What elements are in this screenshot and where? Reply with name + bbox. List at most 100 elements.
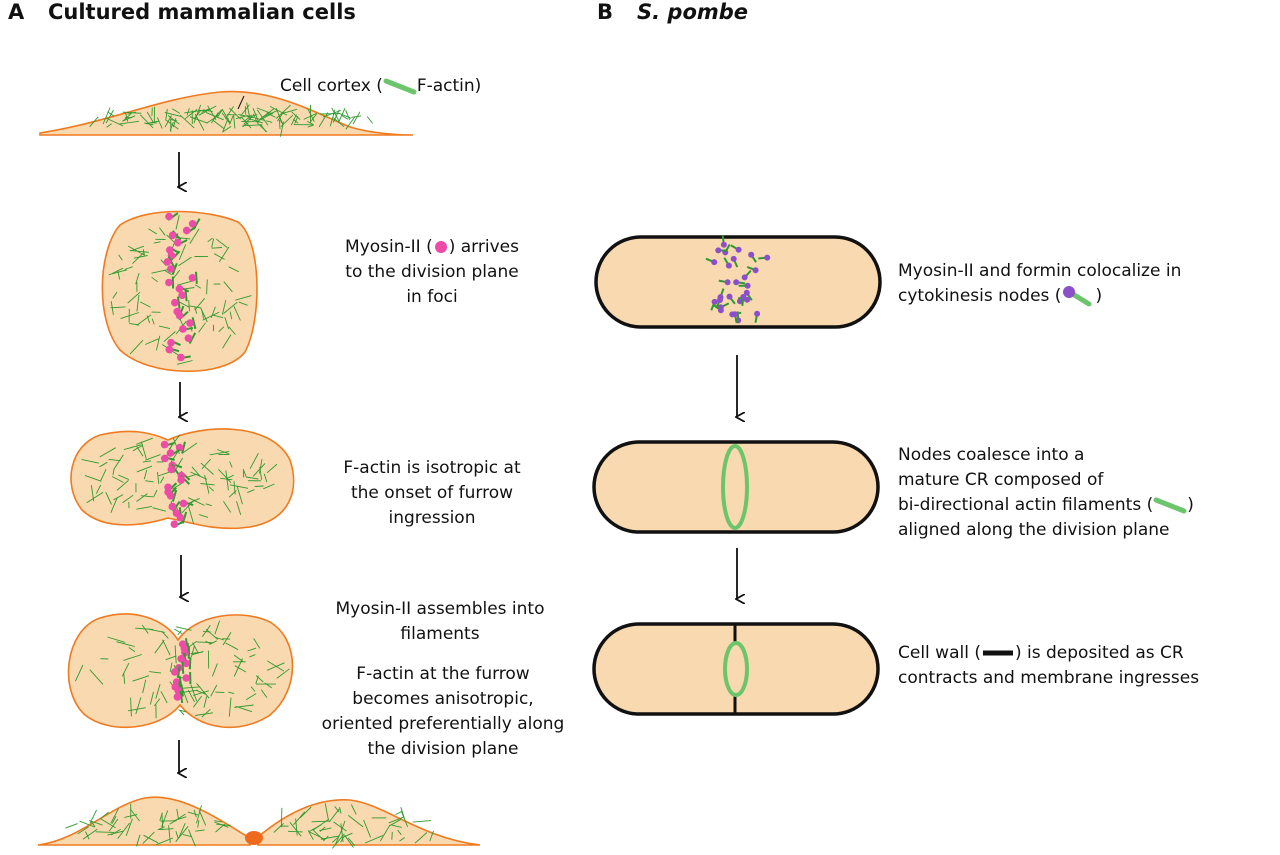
- actin-filament: [102, 107, 111, 125]
- myosin-focus: [171, 668, 179, 676]
- actin-filament: [320, 835, 340, 840]
- ring-actin: [171, 489, 178, 502]
- actin-filament: [233, 306, 241, 321]
- myosin-focus: [184, 334, 193, 343]
- actin-filament: [341, 114, 349, 120]
- actin-filament: [139, 301, 151, 308]
- ring-actin: [184, 289, 188, 302]
- step-a2-line1: F-actin is isotropic at: [343, 458, 521, 478]
- actin-filament: [171, 108, 181, 114]
- actin-filament: [234, 704, 254, 708]
- step-b2-line2: mature CR composed of: [898, 470, 1104, 490]
- actin-filament: [184, 109, 198, 120]
- actin-filament: [364, 835, 384, 844]
- actin-filament: [194, 298, 206, 311]
- actin-filament: [333, 117, 345, 128]
- cytokinesis-node: [724, 279, 731, 286]
- actin-filament: [95, 484, 102, 494]
- actin-filament: [236, 485, 243, 505]
- myosin-focus: [171, 298, 179, 307]
- actin-filament: [81, 458, 99, 464]
- cytokinesis-node: [740, 294, 747, 300]
- actin-filament: [347, 837, 356, 847]
- actin-filament: [136, 314, 152, 326]
- actin-filament: [178, 823, 186, 837]
- actin-filament: [200, 308, 208, 323]
- node-legend-icon: [1063, 286, 1092, 307]
- actin-filament: [348, 815, 364, 828]
- actin-filament: [308, 831, 326, 840]
- actin-filament: [85, 831, 90, 840]
- cytokinesis-node: [764, 254, 771, 261]
- actin-filament: [182, 833, 192, 838]
- actin-filament: [157, 828, 174, 831]
- actin-filament: [122, 115, 136, 122]
- myosin-focus: [166, 265, 175, 273]
- actin-filament: [252, 463, 266, 477]
- actin-filament: [179, 114, 195, 129]
- actin-filament: [110, 497, 118, 513]
- actin-filament: [205, 503, 212, 507]
- panel-a-heading: Cultured mammalian cells: [48, 0, 356, 24]
- step-a1-line3: in foci: [406, 287, 458, 307]
- cytokinesis-node: [715, 247, 722, 254]
- actin-filament: [119, 120, 139, 125]
- actin-filament: [222, 632, 232, 646]
- myosin-focus: [179, 325, 187, 333]
- actin-filament: [281, 108, 298, 115]
- actin-filament: [193, 695, 202, 708]
- myosin-focus: [186, 319, 194, 327]
- actin-filament: [89, 669, 104, 685]
- step-b3-caption: Cell wall () is deposited as CR contract…: [898, 641, 1199, 691]
- actin-filament: [196, 805, 202, 824]
- myosin-focus: [168, 231, 177, 240]
- step-a1-line2: to the division plane: [345, 262, 519, 282]
- actin-filament: [123, 444, 142, 451]
- actin-filament: [186, 108, 190, 116]
- actin-filament: [155, 683, 161, 699]
- actin-filament: [196, 683, 210, 699]
- actin-filament: [196, 641, 214, 644]
- actin-filament: [118, 474, 130, 480]
- panel-b-letter: B: [597, 0, 614, 24]
- actin-filament: [280, 114, 294, 127]
- myosin-focus: [188, 274, 197, 282]
- actin-filament: [214, 820, 223, 823]
- cytokinesis-node: [735, 246, 742, 253]
- cortex-label-post: F-actin): [416, 76, 482, 96]
- actin-filament: [246, 102, 251, 121]
- actin-filament: [193, 809, 197, 818]
- actin-filament: [200, 483, 215, 486]
- panel-a-letter: A: [8, 0, 25, 24]
- actin-filament: [99, 461, 108, 468]
- actin-filament: [221, 300, 227, 315]
- actin-filament: [127, 111, 137, 115]
- mammalian-cell-rounded: [101, 210, 258, 372]
- actin-filament: [222, 334, 232, 349]
- actin-filament: [201, 708, 211, 718]
- cytokinesis-node: [717, 297, 723, 303]
- cytokinesis-node: [743, 289, 750, 296]
- actin-filament: [139, 114, 154, 129]
- actin-filament: [154, 640, 165, 654]
- actin-filament: [259, 466, 263, 480]
- ring-actin: [181, 661, 185, 674]
- actin-filament: [86, 491, 104, 504]
- actin-filament: [217, 449, 230, 455]
- actin-filament: [380, 824, 391, 842]
- actin-filament: [108, 269, 128, 276]
- actin-filament: [107, 830, 125, 836]
- actin-filament: [213, 253, 225, 260]
- actin-filament: [162, 639, 171, 656]
- actin-filament: [218, 326, 225, 333]
- actin-filament: [127, 245, 145, 256]
- actin-filament: [152, 507, 167, 512]
- actin-filament: [129, 249, 149, 253]
- step-a3b-caption: F-actin at the furrow becomes anisotropi…: [322, 662, 565, 762]
- actin-filament: [105, 492, 112, 505]
- actin-filament: [108, 458, 121, 462]
- actin-filament: [141, 624, 149, 634]
- panel-b-heading: S. pombe: [637, 0, 749, 24]
- actin-filament: [153, 241, 161, 244]
- actin-filament: [253, 638, 261, 649]
